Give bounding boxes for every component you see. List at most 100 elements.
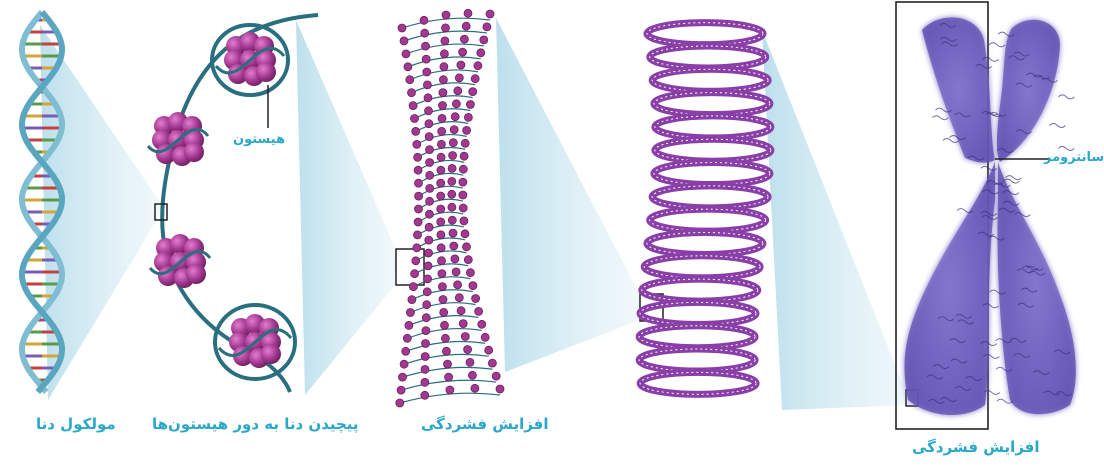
fiber-bead <box>441 37 449 45</box>
fiber-bead <box>404 63 412 71</box>
fiber-bead <box>439 76 447 84</box>
fiber-bead <box>468 371 476 379</box>
fiber-bead <box>421 391 429 399</box>
fiber-bead <box>421 353 429 361</box>
fiber-bead <box>451 113 459 121</box>
fiber-bead <box>448 177 456 185</box>
fiber-bead <box>423 81 431 89</box>
fiber-bead <box>488 359 496 367</box>
fiber-bead <box>451 255 459 263</box>
fiber-bead <box>437 166 445 174</box>
fiber-bead <box>481 333 489 341</box>
fiber-bead <box>460 217 468 225</box>
fiber-bead <box>426 171 434 179</box>
fiber-bead <box>425 223 433 231</box>
fiber-bead <box>426 197 434 205</box>
chromatin-fiber-icon <box>396 9 504 407</box>
fiber-bead <box>448 164 456 172</box>
fiber-bead <box>423 301 431 309</box>
fiber-bead <box>425 107 433 115</box>
chromatid-arm <box>998 162 1076 414</box>
fiber-bead <box>471 384 479 392</box>
histone-bead <box>261 344 281 364</box>
fiber-bead <box>446 386 454 394</box>
fiber-bead <box>469 88 477 96</box>
fiber-bead <box>480 36 488 44</box>
fiber-bead <box>459 165 467 173</box>
fiber-bead <box>398 24 406 32</box>
chromatin-texture <box>1058 95 1074 99</box>
fiber-bead <box>442 11 450 19</box>
fiber-bead <box>437 179 445 187</box>
fiber-bead <box>459 191 467 199</box>
fiber-bead <box>448 203 456 211</box>
fiber-bead <box>411 115 419 123</box>
fiber-bead <box>464 346 472 354</box>
fiber-bead <box>472 295 480 303</box>
fiber-bead <box>466 269 474 277</box>
fiber-bead <box>464 256 472 264</box>
fiber-bead <box>492 372 500 380</box>
fiber-bead <box>437 231 445 239</box>
label-histone: هیستون <box>233 132 285 147</box>
fiber-bead <box>420 16 428 24</box>
zoom-box-2 <box>396 249 424 285</box>
fiber-bead <box>438 114 446 122</box>
fiber-bead <box>423 288 431 296</box>
fiber-bead <box>452 268 460 276</box>
label-wrapping-around-histones: پیچیدن دنا به دور هیستون‌ها <box>152 415 359 433</box>
fiber-bead <box>426 159 434 167</box>
fiber-bead <box>425 133 433 141</box>
histone-bead <box>184 142 204 162</box>
fiber-bead <box>421 29 429 37</box>
fiber-bead <box>442 24 450 32</box>
histone-bead <box>256 62 276 82</box>
fiber-bead <box>485 346 493 354</box>
fiber-bead <box>405 321 413 329</box>
fiber-bead <box>448 190 456 198</box>
fiber-bead <box>459 178 467 186</box>
fiber-bead <box>396 399 404 407</box>
fiber-bead <box>459 320 467 328</box>
chromatin-texture <box>989 43 1005 47</box>
fiber-bead <box>439 296 447 304</box>
fiber-bead <box>464 9 472 17</box>
fiber-bead <box>422 55 430 63</box>
fiber-bead <box>425 210 433 218</box>
fiber-bead <box>461 333 469 341</box>
fiber-bead <box>424 262 432 270</box>
fiber-bead <box>452 100 460 108</box>
fiber-bead <box>414 166 422 174</box>
fiber-bead <box>496 385 504 393</box>
fiber-bead <box>464 113 472 121</box>
fiber-bead <box>402 347 410 355</box>
fiber-bead <box>400 360 408 368</box>
fiber-bead <box>449 139 457 147</box>
fiber-bead <box>462 22 470 30</box>
fiber-bead <box>483 23 491 31</box>
chromatin-texture <box>932 116 948 120</box>
fiber-bead <box>403 334 411 342</box>
fiber-bead <box>455 74 463 82</box>
fiber-bead <box>402 50 410 58</box>
label-increase-condensation-2: افزایش فشردگی <box>912 438 1040 456</box>
fiber-bead <box>422 340 430 348</box>
fiber-bead <box>408 296 416 304</box>
zoom-cone-2 <box>296 20 396 395</box>
supercoil-icon <box>639 23 771 395</box>
fiber-bead <box>437 192 445 200</box>
fiber-bead <box>437 244 445 252</box>
fiber-bead <box>408 89 416 97</box>
fiber-bead <box>478 320 486 328</box>
fiber-bead <box>424 275 432 283</box>
fiber-bead <box>437 218 445 226</box>
zoom-cone-3 <box>496 18 640 372</box>
fiber-bead <box>406 76 414 84</box>
fiber-bead <box>463 243 471 251</box>
label-centromere: سانترومر <box>1044 150 1104 165</box>
fiber-bead <box>454 87 462 95</box>
fiber-bead <box>442 347 450 355</box>
fiber-bead <box>421 365 429 373</box>
fiber-bead <box>422 314 430 322</box>
